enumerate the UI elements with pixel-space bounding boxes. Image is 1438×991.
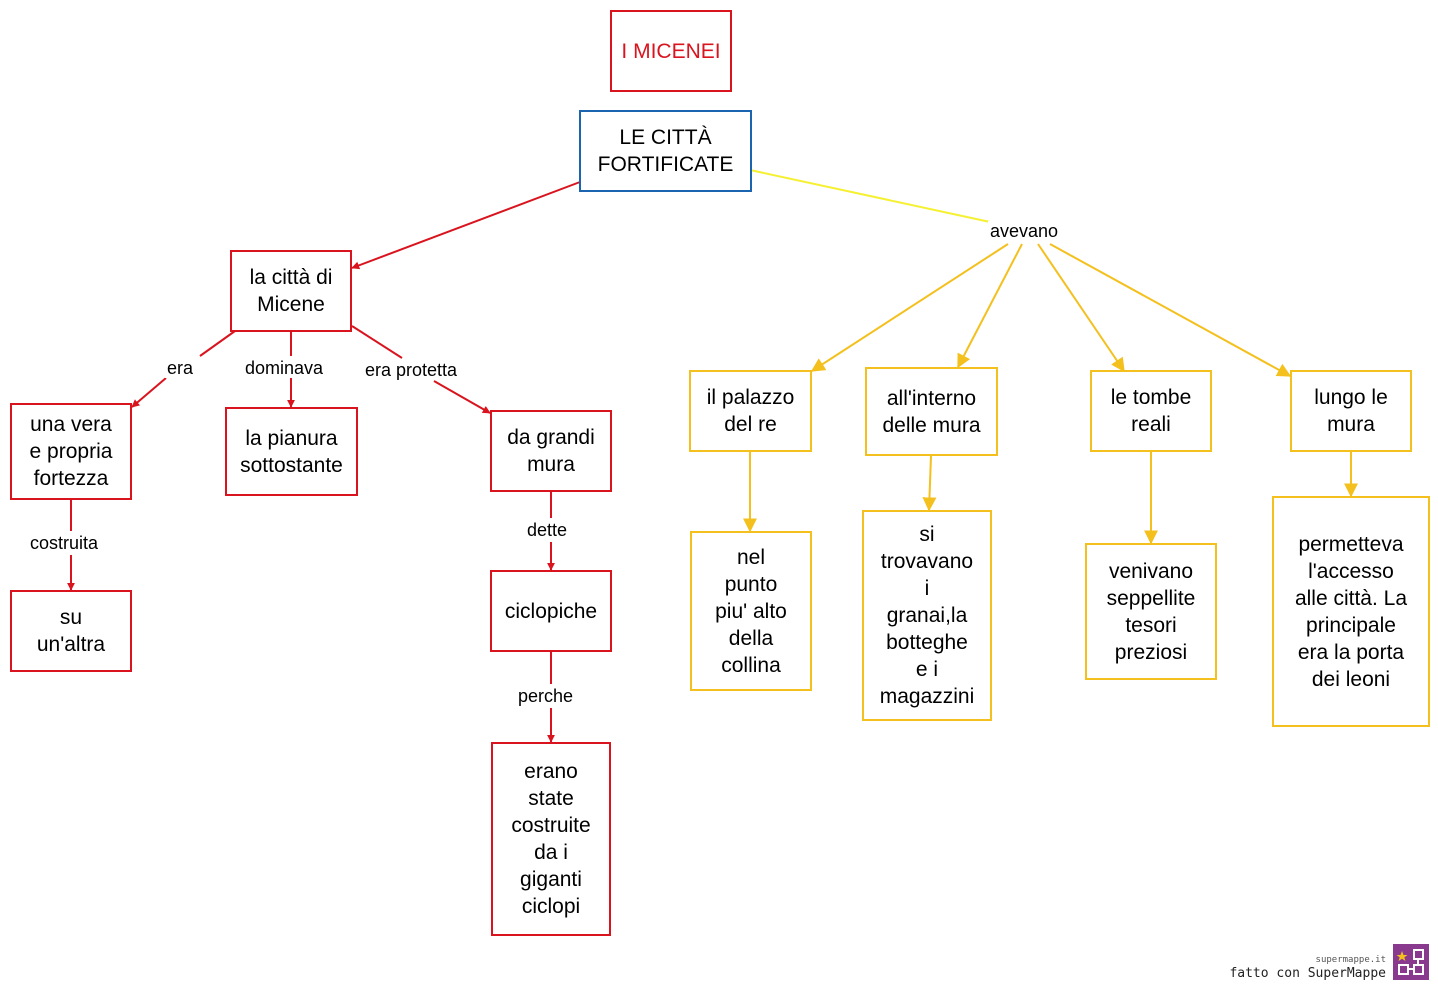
edge-label-dette: dette	[525, 520, 570, 540]
edge-avevano-tombe	[1037, 243, 1125, 373]
node-lungo-mura[interactable]: lungo le mura	[1290, 370, 1412, 452]
edge-avevano-interno	[957, 243, 1023, 369]
node-fortezza[interactable]: una vera e propria fortezza	[10, 403, 132, 500]
node-erano-state[interactable]: erano state costruite da i giganti ciclo…	[491, 742, 611, 936]
node-su-altra[interactable]: su un'altra	[10, 590, 132, 672]
map-title[interactable]: I MICENEI	[610, 10, 732, 92]
node-granai[interactable]: si trovavano i granai,la botteghe e i ma…	[862, 510, 992, 721]
edge-era-fortezza	[131, 377, 167, 408]
edge-root-avevano	[749, 169, 991, 223]
footer-made-with: fatto con SuperMappe	[1229, 966, 1386, 981]
node-interno-mura[interactable]: all'interno delle mura	[865, 367, 998, 456]
edge-interno-granai	[922, 455, 937, 512]
node-permetteva[interactable]: permetteva l'accesso alle città. La prin…	[1272, 496, 1430, 727]
footer-site: supermappe.it	[1315, 955, 1386, 965]
supermappe-logo-icon	[1393, 944, 1429, 980]
edge-protetta-mura	[433, 380, 491, 414]
edge-micene-era	[199, 330, 236, 357]
node-citta-micene[interactable]: la città di Micene	[230, 250, 352, 332]
node-grandi-mura[interactable]: da grandi mura	[490, 410, 612, 492]
node-palazzo[interactable]: il palazzo del re	[689, 370, 812, 452]
node-venivano[interactable]: venivano seppellite tesori preziosi	[1085, 543, 1217, 680]
edge-label-costruita: costruita	[28, 533, 101, 553]
edge-label-era: era	[165, 358, 196, 378]
edge-label-dominava: dominava	[243, 358, 326, 378]
edge-label-era-protetta: era protetta	[363, 360, 460, 380]
root-node[interactable]: LE CITTÀ FORTIFICATE	[579, 110, 752, 192]
edge-label-perche: perche	[516, 686, 576, 706]
node-ciclopiche[interactable]: ciclopiche	[490, 570, 612, 652]
node-pianura[interactable]: la pianura sottostante	[225, 407, 358, 496]
edge-micene-protetta	[351, 325, 403, 359]
edge-avevano-palazzo	[810, 243, 1009, 372]
node-nel-punto[interactable]: nel punto piu' alto della collina	[690, 531, 812, 691]
edge-root-micene	[351, 181, 581, 270]
edge-avevano-lungo	[1049, 243, 1292, 377]
node-tombe[interactable]: le tombe reali	[1090, 370, 1212, 452]
edge-label-avevano: avevano	[988, 221, 1061, 241]
